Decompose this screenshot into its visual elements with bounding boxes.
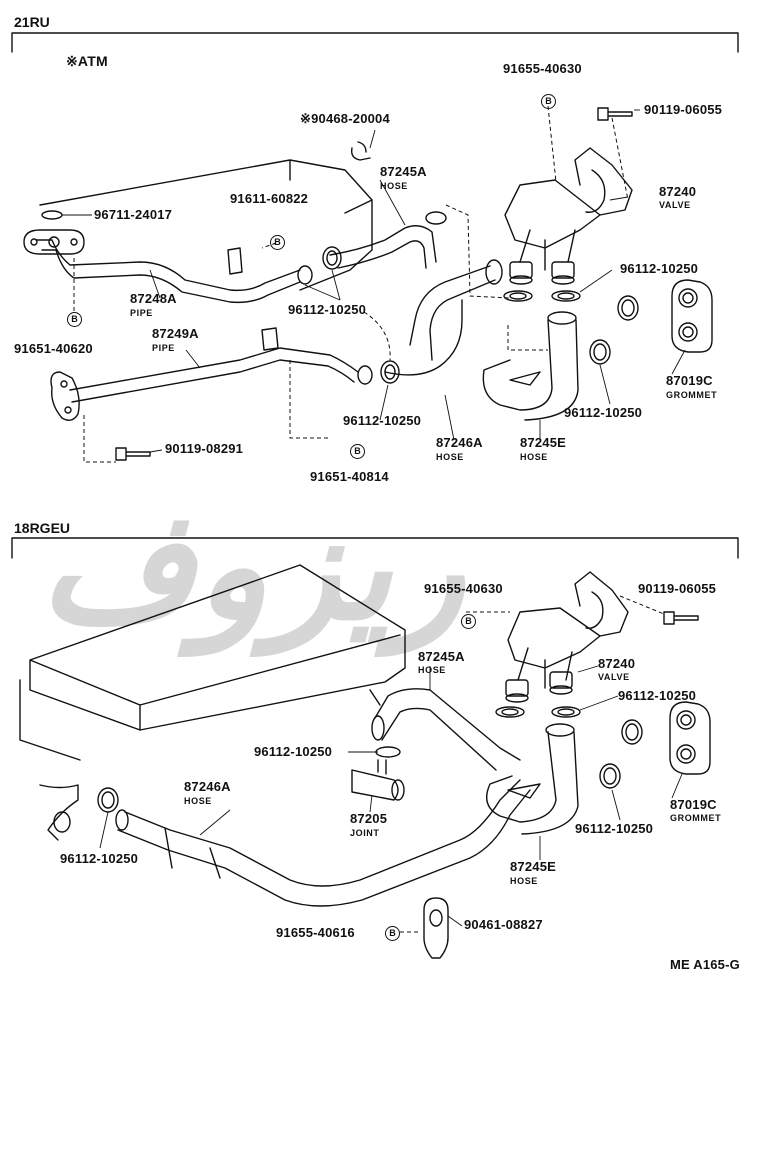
bottom-section-frame — [11, 537, 739, 559]
label-87240-top-sub: VALVE — [659, 200, 691, 210]
bolt-marker-icon: B — [385, 926, 400, 941]
label-87245A-top: 87245A — [380, 164, 427, 179]
bottom-bolt-90119-06055 — [663, 611, 699, 625]
top-grommet-87019C — [671, 279, 713, 353]
watermark: ريزوف — [40, 482, 465, 650]
label-96112-10250-bottom-a: 96112-10250 — [618, 688, 697, 703]
label-87245A-bottom: 87245A — [418, 649, 465, 664]
top-valve-87240 — [504, 147, 633, 249]
top-flange-87248A — [23, 229, 85, 255]
label-87246A-bottom: 87246A — [184, 779, 231, 794]
label-90461-08827: 90461-08827 — [464, 917, 543, 932]
label-87249A-sub: PIPE — [152, 343, 175, 353]
label-96112-10250-bottom-b: 96112-10250 — [254, 744, 333, 759]
label-87245E-bottom: 87245E — [510, 859, 557, 874]
label-87240-bottom-sub: VALVE — [598, 672, 630, 682]
bottom-valve-87240 — [507, 571, 629, 669]
bolt-marker-icon: B — [67, 312, 82, 327]
label-87019C-bottom: 87019C — [670, 797, 717, 812]
bottom-grommet-87019C — [669, 701, 711, 775]
label-87245E-bottom-sub: HOSE — [510, 876, 538, 886]
bottom-hose-87246A — [124, 779, 521, 887]
label-87019C-bottom-sub: GROMMET — [670, 813, 722, 823]
top-washer-96711 — [41, 210, 63, 220]
top-engine-block — [39, 159, 373, 291]
top-pipe-87248A — [35, 239, 301, 292]
top-pipe-87249A — [69, 347, 359, 391]
atm-note: ※ATM — [66, 53, 108, 69]
top-bolt-90119-08291 — [115, 447, 151, 461]
top-bolt-90119-06055 — [597, 107, 633, 121]
top-hose-87245A — [329, 225, 437, 263]
label-96112-10250-bottom-d: 96112-10250 — [60, 851, 139, 866]
label-90119-06055-bottom: 90119-06055 — [638, 581, 717, 596]
label-87245A-top-sub: HOSE — [380, 181, 408, 191]
label-96112-10250-top-c: 96112-10250 — [343, 413, 422, 428]
label-96112-10250-bottom-c: 96112-10250 — [575, 821, 654, 836]
footer-code: ME A165-G — [670, 957, 740, 972]
top-hose-87245E — [482, 319, 553, 411]
bottom-clamps — [97, 706, 643, 813]
bolt-marker-icon: B — [350, 444, 365, 459]
label-96112-10250-top-a: 96112-10250 — [620, 261, 699, 276]
label-91655-40630-top: 91655-40630 — [503, 61, 582, 76]
label-87246A-top: 87246A — [436, 435, 483, 450]
label-96112-10250-top-b: 96112-10250 — [288, 302, 367, 317]
label-96711-24017: 96711-24017 — [94, 207, 173, 222]
top-clip-90468 — [350, 141, 371, 161]
top-section-frame — [11, 32, 739, 53]
top-clamps — [297, 246, 639, 385]
bolt-marker-icon: B — [541, 94, 556, 109]
label-91651-40814: 91651-40814 — [310, 469, 389, 484]
label-90119-06055-top: 90119-06055 — [644, 102, 723, 117]
label-87248A: 87248A — [130, 291, 177, 306]
label-87245E-top: 87245E — [520, 435, 567, 450]
label-87240-bottom: 87240 — [598, 656, 636, 671]
bolt-marker-icon: B — [270, 235, 285, 250]
bottom-bracket-90461 — [423, 897, 449, 959]
label-87245E-top-sub: HOSE — [520, 452, 548, 462]
label-91655-40616: 91655-40616 — [276, 925, 355, 940]
label-87019C-top: 87019C — [666, 373, 713, 388]
label-87246A-top-sub: HOSE — [436, 452, 464, 462]
top-flange-87249A — [50, 371, 80, 421]
top-hose-87246A — [409, 265, 491, 346]
bottom-joint-87205 — [351, 759, 399, 801]
label-87246A-bottom-sub: HOSE — [184, 796, 212, 806]
label-87249A: 87249A — [152, 326, 199, 341]
section-label-21ru: 21RU — [14, 14, 50, 30]
label-87248A-sub: PIPE — [130, 308, 153, 318]
bottom-engine-block — [29, 564, 406, 731]
label-87205: 87205 — [350, 811, 388, 826]
label-87019C-top-sub: GROMMET — [666, 390, 718, 400]
label-91611-60822: 91611-60822 — [230, 191, 309, 206]
label-87245A-bottom-sub: HOSE — [418, 665, 446, 675]
section-label-18rgeu: 18RGEU — [14, 520, 71, 536]
label-90119-08291: 90119-08291 — [165, 441, 244, 456]
bottom-hose-87245E — [486, 731, 557, 823]
bolt-marker-icon: B — [461, 614, 476, 629]
label-87240-top: 87240 — [659, 184, 697, 199]
label-91651-40620: 91651-40620 — [14, 341, 93, 356]
label-90468-20004: ※90468-20004 — [300, 111, 390, 126]
label-91655-40630-bottom: 91655-40630 — [424, 581, 503, 596]
label-96112-10250-top-d: 96112-10250 — [564, 405, 643, 420]
label-87205-sub: JOINT — [350, 828, 380, 838]
